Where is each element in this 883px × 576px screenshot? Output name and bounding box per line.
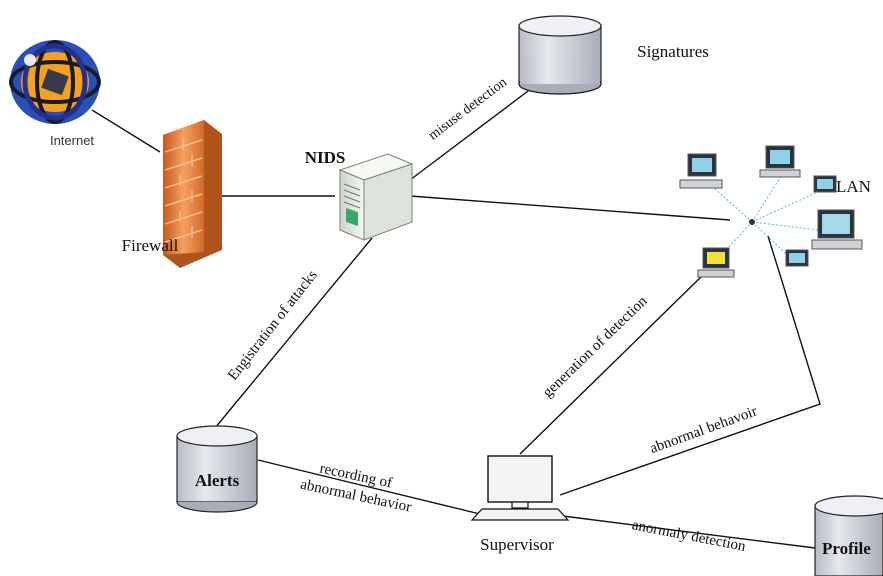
brick-wall-icon (163, 120, 222, 268)
nids-label: NIDS (305, 148, 346, 167)
misuse-detection-label: misuse detection (426, 75, 510, 143)
link-internet-firewall (91, 109, 161, 153)
internet-node: Internet (9, 40, 101, 148)
signatures-node: Signatures (518, 15, 709, 95)
desktop-computer-icon (785, 249, 809, 267)
link-nids-alerts (214, 237, 373, 429)
firewall-label: Firewall (122, 236, 179, 255)
profiles-label: Profile (822, 539, 871, 558)
database-icon (176, 425, 258, 513)
signatures-label: Signatures (637, 42, 709, 61)
desktop-computer-icon (811, 209, 863, 250)
firewall-node: Firewall (122, 120, 222, 268)
desktop-computer-icon (813, 175, 837, 193)
link-alerts-supervisor (257, 459, 481, 515)
link-supervisor-lan-host (519, 275, 703, 455)
desktop-computer-icon (679, 153, 723, 189)
internet-label: Internet (50, 133, 94, 148)
desktop-computer-icon (759, 145, 801, 178)
link-supervisor-profiles (554, 514, 816, 549)
connection-lines (91, 81, 821, 549)
database-icon (518, 15, 602, 95)
link-supervisor-lan (559, 235, 821, 496)
database-icon (814, 495, 883, 576)
monitor-icon (470, 455, 570, 521)
lan-node: LAN (679, 145, 871, 278)
lan-label: LAN (836, 177, 871, 196)
nids-node: NIDS (305, 148, 414, 241)
supervisor-node: Supervisor (470, 455, 570, 554)
profiles-node: Profile (814, 495, 883, 576)
server-tower-icon (338, 153, 414, 241)
anomaly-detection-label: anormaly detection (631, 517, 748, 555)
link-nids-signatures (409, 81, 541, 181)
abnormal-behavoir-label: abnormal behavoir (648, 403, 760, 457)
alerts-label: Alerts (195, 471, 240, 490)
alerts-node: Alerts (176, 425, 258, 513)
supervisor-label: Supervisor (480, 535, 554, 554)
registration-of-attacks-label: Engistration of attacks (225, 267, 321, 383)
desktop-computer-icon (697, 247, 735, 278)
globe-icon (9, 40, 101, 124)
generation-of-detection-label: generation of detection (540, 293, 651, 401)
lan-hub (749, 219, 755, 225)
link-nids-lan (409, 195, 731, 221)
